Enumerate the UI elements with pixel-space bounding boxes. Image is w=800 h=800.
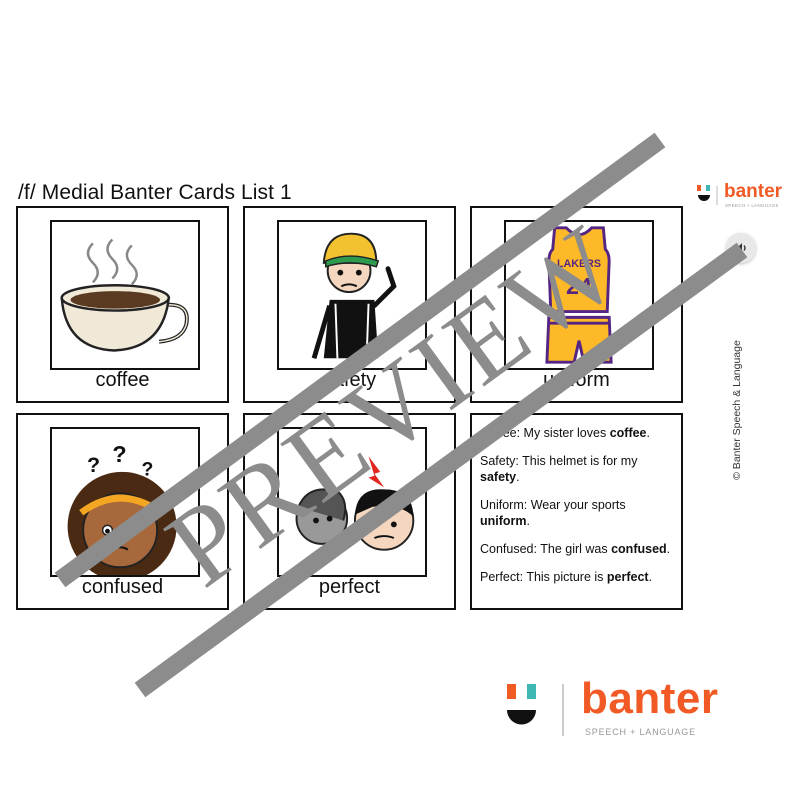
svg-text:?: ? xyxy=(112,441,126,467)
jersey-uniform-icon: LAKERS 24 xyxy=(545,226,613,364)
sentence-list: Coffee: My sister loves coffee. Safety: … xyxy=(480,425,675,597)
sentence-coffee: Coffee: My sister loves coffee. xyxy=(480,426,650,440)
jersey-number-text: 24 xyxy=(566,273,592,299)
card-coffee[interactable]: coffee xyxy=(16,206,229,403)
safety-picture xyxy=(277,220,427,370)
banter-logo-large: banter SPEECH + LANGUAGE xyxy=(505,674,735,740)
banter-tagline-large: SPEECH + LANGUAGE xyxy=(585,727,696,737)
banter-mark-large-icon xyxy=(507,684,564,736)
card-perfect[interactable]: perfect xyxy=(243,413,456,610)
svg-text:?: ? xyxy=(142,459,154,481)
coffee-picture xyxy=(50,220,200,370)
perfect-faces-icon xyxy=(295,456,415,551)
svg-text:?: ? xyxy=(87,453,100,477)
confused-girl-icon: ? ? ? xyxy=(67,441,177,575)
jersey-team-text: LAKERS xyxy=(557,258,601,270)
uniform-picture: LAKERS 24 xyxy=(504,220,654,370)
sentence-uniform: Uniform: Wear your sports uniform. xyxy=(480,498,626,528)
hardhat-man-icon xyxy=(311,232,397,359)
confused-picture: ? ? ? xyxy=(50,427,200,577)
banter-tagline-small: SPEECH + LANGUAGE xyxy=(725,203,779,208)
sentence-safety: Safety: This helmet is for my safety. xyxy=(480,454,638,484)
speaker-icon xyxy=(736,243,746,253)
page-title: /f/ Medial Banter Cards List 1 xyxy=(18,181,292,204)
card-uniform[interactable]: LAKERS 24 uniform xyxy=(470,206,683,403)
card-word-confused: confused xyxy=(81,576,164,598)
card-word-perfect: perfect xyxy=(318,576,381,598)
card-word-coffee: coffee xyxy=(95,369,150,391)
card-sentences: Coffee: My sister loves coffee. Safety: … xyxy=(470,413,683,610)
card-word-uniform: uniform xyxy=(543,369,610,391)
perfect-picture xyxy=(277,427,427,577)
card-confused[interactable]: ? ? ? confused xyxy=(16,413,229,610)
banter-logo-small: banter SPEECH + LANGUAGE xyxy=(697,181,787,209)
banter-mark-icon xyxy=(697,185,718,205)
sentence-perfect: Perfect: This picture is perfect. xyxy=(480,570,653,584)
audio-button[interactable] xyxy=(726,233,756,263)
coffee-cup-icon xyxy=(60,238,189,352)
banter-wordmark-small: banter xyxy=(724,181,783,202)
sentence-confused: Confused: The girl was confused. xyxy=(480,542,671,556)
card-word-safety: safety xyxy=(322,369,377,391)
card-safety[interactable]: safety xyxy=(243,206,456,403)
banter-wordmark-large: banter xyxy=(581,674,719,723)
